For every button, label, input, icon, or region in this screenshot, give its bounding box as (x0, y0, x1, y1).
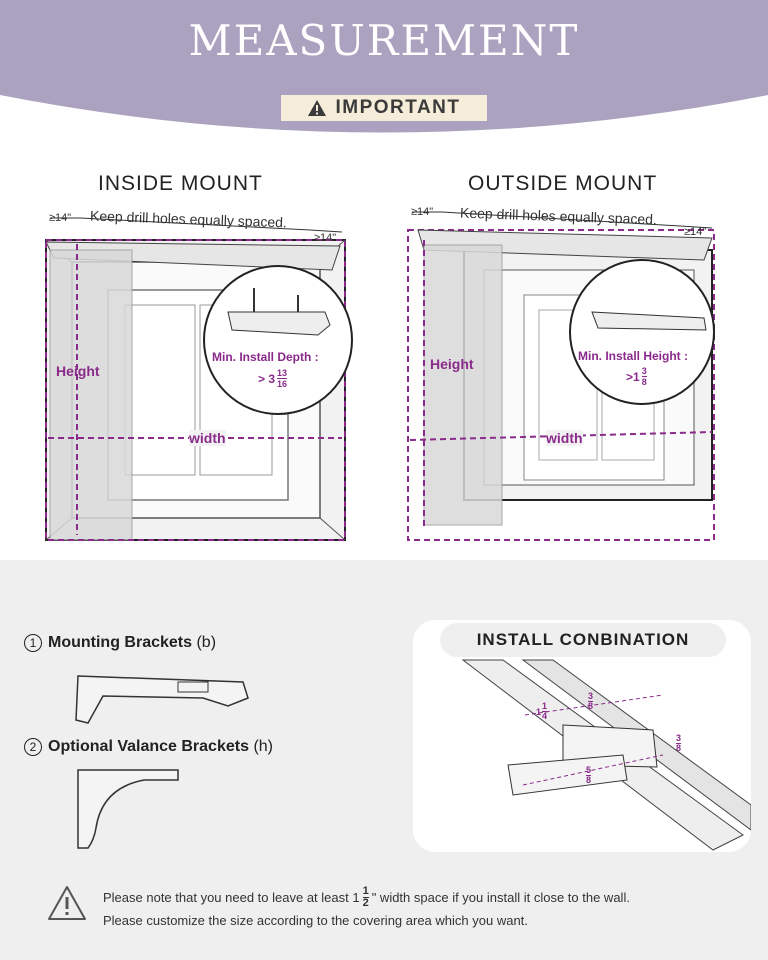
inside-depth-value: > 3 13 16 (258, 368, 288, 389)
combo-dim-b: 3 8 (588, 691, 594, 711)
inside-depth-num: 13 (277, 368, 288, 379)
important-label: IMPORTANT (335, 97, 461, 118)
inside-mount-title: INSIDE MOUNT (98, 172, 263, 195)
note-line-1-post: " width space if you install it close to… (371, 890, 630, 905)
header-band (0, 0, 768, 133)
outside-min-height-value: >1 3 8 (626, 366, 647, 387)
note-line-1: Please note that you need to leave at le… (103, 886, 630, 909)
bracket-item-2: 2 Optional Valance Brackets (h) (24, 738, 273, 756)
install-combination-title: INSTALL CONBINATION (440, 623, 726, 657)
item-1-number: 1 (24, 634, 42, 652)
item-1-label: Mounting Brackets (48, 634, 193, 651)
page-title: MEASUREMENT (188, 16, 580, 65)
valance-bracket-image (77, 769, 179, 849)
combo-dim-d-den: 8 (586, 775, 592, 785)
bracket-item-1: 1 Mounting Brackets (b) (24, 634, 216, 652)
outside-height-label: Height (430, 356, 474, 372)
inside-depth-den: 16 (277, 379, 288, 389)
combo-dim-a-den: 4 (542, 711, 548, 721)
caution-icon (48, 886, 86, 920)
note-frac-den: 2 (362, 897, 369, 909)
inside-depth-label: Min. Install Depth : (212, 350, 319, 364)
warning-icon (308, 100, 327, 116)
combo-dim-c: 3 8 (676, 733, 682, 753)
outside-left-gap: ≥14" (411, 206, 434, 218)
inside-depth-whole: > 3 (258, 371, 276, 386)
inside-height-label: Height (56, 363, 100, 379)
combo-dim-d: 5 8 (586, 765, 592, 785)
install-combination-diagram (461, 659, 751, 851)
inside-left-gap: ≥14" (49, 212, 72, 224)
outside-mount-diagram (407, 211, 715, 541)
combo-dim-a: 1 1 4 (536, 701, 548, 721)
outside-right-gap: ≥14" (684, 226, 707, 238)
outside-min-whole: >1 (626, 369, 640, 384)
item-2-code: (h) (253, 738, 273, 755)
combo-dim-c-num: 3 (676, 733, 682, 744)
item-1-code: (b) (196, 634, 217, 651)
note-frac-num: 1 (362, 885, 369, 898)
combo-dim-c-den: 8 (676, 743, 682, 753)
mounting-bracket-image (75, 675, 249, 724)
combo-dim-b-den: 8 (588, 701, 594, 711)
outside-width-label: width (546, 430, 583, 446)
combo-dim-a-whole: 1 (536, 706, 542, 717)
inside-mount-diagram (45, 217, 353, 541)
item-2-number: 2 (24, 738, 42, 756)
inside-width-label: width (189, 430, 226, 446)
combo-dim-b-num: 3 (588, 691, 594, 702)
item-2-label: Optional Valance Brackets (48, 738, 249, 755)
combo-dim-a-num: 1 (542, 701, 548, 712)
outside-mount-title: OUTSIDE MOUNT (468, 172, 658, 195)
outside-min-den: 8 (641, 377, 647, 387)
combo-dim-d-num: 5 (586, 765, 592, 776)
note-line-1-pre: Please note that you need to leave at le… (103, 890, 360, 905)
important-badge: IMPORTANT (281, 95, 487, 121)
outside-min-height-label: Min. Install Height : (578, 349, 688, 363)
outside-min-num: 3 (641, 366, 647, 377)
inside-right-gap: ≥14" (314, 232, 337, 244)
note-line-2: Please customize the size according to t… (103, 913, 528, 928)
